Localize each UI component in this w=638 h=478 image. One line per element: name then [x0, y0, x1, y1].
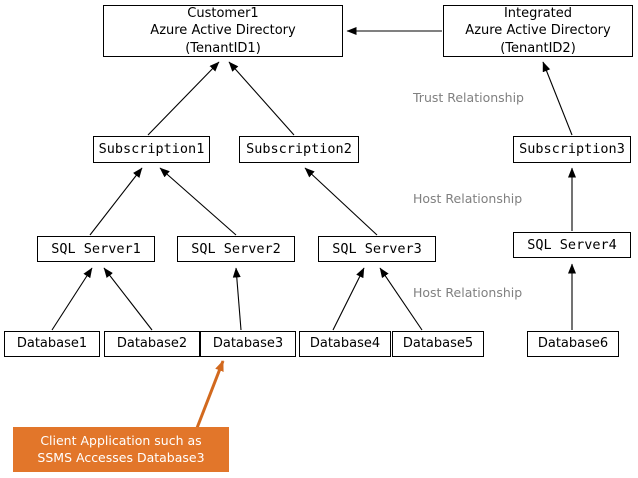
node-database5[interactable]: Database5: [392, 331, 484, 357]
label-trust-relationship: Trust Relationship: [413, 90, 524, 105]
edge-sqlserver1-to-subscription1: [89, 167, 143, 236]
node-subscription1-label: Subscription1: [98, 141, 205, 158]
edge-database1-to-sqlserver1: [51, 267, 93, 331]
node-sqlserver2[interactable]: SQL Server2: [177, 236, 295, 262]
node-tenant2[interactable]: Integrated Azure Active Directory (Tenan…: [443, 5, 633, 57]
callout-client-application[interactable]: Client Application such as SSMS Accesses…: [13, 427, 229, 472]
edge-database3-to-sqlserver2: [232, 267, 242, 331]
edge-database2-to-sqlserver1: [103, 267, 153, 331]
node-tenant1-label: Customer1 Azure Active Directory (Tenant…: [150, 5, 296, 56]
node-tenant2-label: Integrated Azure Active Directory (Tenan…: [465, 5, 611, 56]
node-sqlserver1[interactable]: SQL Server1: [37, 236, 155, 262]
edge-subscription3-to-tenant2: [542, 61, 573, 136]
node-sqlserver3[interactable]: SQL Server3: [318, 236, 436, 262]
node-database4[interactable]: Database4: [299, 331, 391, 357]
node-database4-label: Database4: [309, 336, 381, 352]
node-database2-label: Database2: [116, 336, 188, 352]
node-subscription3-label: Subscription3: [519, 141, 625, 158]
node-sqlserver2-label: SQL Server2: [191, 240, 281, 257]
node-database2[interactable]: Database2: [104, 331, 200, 357]
node-subscription2-label: Subscription2: [246, 141, 352, 158]
node-sqlserver4-label: SQL Server4: [527, 236, 617, 253]
node-subscription1[interactable]: Subscription1: [93, 136, 210, 163]
node-database1-label: Database1: [16, 336, 88, 352]
node-database3[interactable]: Database3: [200, 331, 296, 357]
node-subscription3[interactable]: Subscription3: [513, 136, 631, 163]
node-sqlserver3-label: SQL Server3: [332, 240, 422, 257]
label-host-relationship-database-tier: Host Relationship: [413, 285, 523, 300]
node-database6-label: Database6: [537, 336, 609, 352]
edge-database5-to-sqlserver3: [379, 267, 423, 331]
node-sqlserver1-label: SQL Server1: [51, 240, 141, 257]
node-subscription2[interactable]: Subscription2: [239, 136, 359, 163]
callout-arrow-to-database3: [195, 360, 225, 429]
label-host-relationship-subscription-tier: Host Relationship: [413, 191, 523, 206]
edge-subscription2-to-tenant1: [228, 61, 295, 136]
node-database6[interactable]: Database6: [527, 331, 619, 357]
node-database5-label: Database5: [402, 336, 474, 352]
edge-sqlserver2-to-subscription1: [159, 167, 237, 236]
node-sqlserver4[interactable]: SQL Server4: [513, 232, 631, 258]
node-database3-label: Database3: [212, 336, 284, 352]
edge-subscription1-to-tenant1: [147, 61, 220, 136]
edge-sqlserver3-to-subscription2: [304, 167, 378, 236]
callout-text: Client Application such as SSMS Accesses…: [37, 432, 205, 465]
node-tenant1[interactable]: Customer1 Azure Active Directory (Tenant…: [103, 5, 343, 57]
node-database1[interactable]: Database1: [4, 331, 100, 357]
edge-database4-to-sqlserver3: [332, 267, 365, 331]
